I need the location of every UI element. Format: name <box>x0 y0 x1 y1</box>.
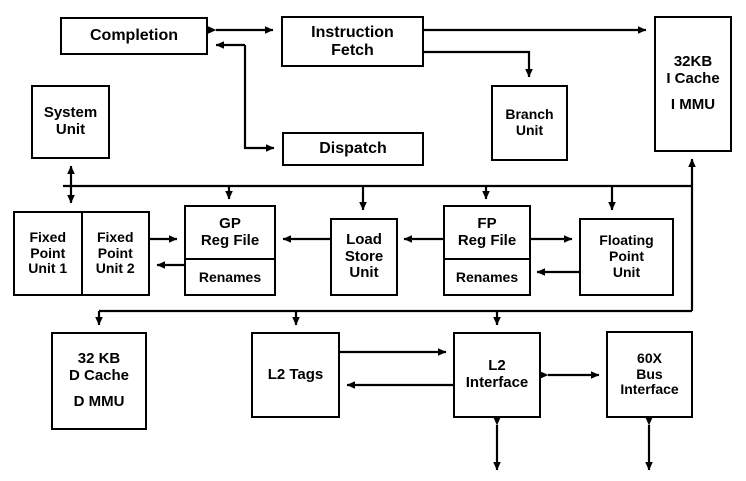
load-store-unit-label-3: Unit <box>349 264 379 282</box>
fp-renames[interactable]: Renames <box>445 260 529 296</box>
system-unit-label-2: Unit <box>55 121 86 138</box>
block-fp-reg-file[interactable]: FP Reg File Renames <box>443 205 531 296</box>
block-floating-point-unit[interactable]: Floating Point Unit <box>579 218 674 296</box>
fpu-label-2: Point <box>609 248 644 265</box>
dcache-label-2: D Cache <box>68 366 130 384</box>
bus-interface-label-1: 60X <box>637 349 662 366</box>
fxu1-label-2: Point <box>30 244 66 261</box>
system-unit-label-1: System <box>43 104 98 122</box>
fp-reg-file-label-1: FP <box>477 214 497 232</box>
load-store-unit-label-1: Load <box>346 230 382 248</box>
l2-interface-label-1: L2 <box>488 357 506 375</box>
block-completion[interactable]: Completion <box>60 17 208 55</box>
block-system-unit[interactable]: System Unit <box>31 85 110 159</box>
icache-label-1: 32KB <box>673 52 713 70</box>
fpu-label-1: Floating <box>599 232 654 249</box>
block-dcache[interactable]: 32 KB D Cache D MMU <box>51 332 147 430</box>
block-dispatch[interactable]: Dispatch <box>282 132 424 166</box>
fp-reg-file-label-2: Reg File <box>457 231 517 249</box>
gp-renames-label: Renames <box>198 269 262 286</box>
l2-tags-label: L2 Tags <box>267 365 324 383</box>
bus-interface-label-2: Bus <box>636 365 663 382</box>
block-fixed-point-units[interactable]: Fixed Point Unit 1 Fixed Point Unit 2 <box>13 211 150 296</box>
branch-unit-label-1: Branch <box>505 106 554 123</box>
fxu1-label-1: Fixed <box>29 228 67 245</box>
dcache-label-3: D MMU <box>73 393 125 411</box>
l2-interface-label-2: Interface <box>465 374 529 391</box>
completion-label: Completion <box>90 27 178 45</box>
bus-interface-label-3: Interface <box>620 381 679 398</box>
gp-reg-file-label-1: GP <box>219 214 241 232</box>
dcache-label-1: 32 KB <box>77 349 121 367</box>
block-bus-interface[interactable]: 60X Bus Interface <box>606 331 693 418</box>
fp-renames-label: Renames <box>455 269 519 286</box>
block-icache[interactable]: 32KB I Cache I MMU <box>654 16 732 152</box>
wire-ifetch-branchunit <box>424 50 533 78</box>
block-gp-reg-file[interactable]: GP Reg File Renames <box>184 205 276 296</box>
fp-reg-file-body[interactable]: FP Reg File <box>445 207 529 260</box>
fxu2-label-2: Point <box>97 244 133 261</box>
branch-unit-label-2: Unit <box>515 122 544 138</box>
dispatch-label: Dispatch <box>319 140 387 158</box>
gp-renames[interactable]: Renames <box>186 260 274 296</box>
instruction-fetch-label-1: Instruction <box>311 23 394 41</box>
gp-reg-file-label-2: Reg File <box>200 231 260 249</box>
fxu2-label-1: Fixed <box>96 228 134 245</box>
gp-reg-file-body[interactable]: GP Reg File <box>186 207 274 260</box>
block-fixed-point-unit-2[interactable]: Fixed Point Unit 2 <box>83 213 149 294</box>
block-instruction-fetch[interactable]: Instruction Fetch <box>281 16 424 67</box>
block-l2-tags[interactable]: L2 Tags <box>251 332 340 418</box>
wire-ifetch-dispatch <box>243 45 275 152</box>
fpu-label-3: Unit <box>612 263 641 280</box>
fxu2-label-3: Unit 2 <box>95 260 135 277</box>
block-fixed-point-unit-1[interactable]: Fixed Point Unit 1 <box>15 213 83 294</box>
block-l2-interface[interactable]: L2 Interface <box>453 332 541 418</box>
load-store-unit-label-2: Store <box>344 247 384 265</box>
instruction-fetch-label-2: Fetch <box>331 41 374 59</box>
icache-label-3: I MMU <box>670 96 716 114</box>
block-branch-unit[interactable]: Branch Unit <box>491 85 568 161</box>
icache-label-2: I Cache <box>666 69 720 87</box>
fxu1-label-3: Unit 1 <box>28 260 68 277</box>
block-load-store-unit[interactable]: Load Store Unit <box>330 218 398 296</box>
